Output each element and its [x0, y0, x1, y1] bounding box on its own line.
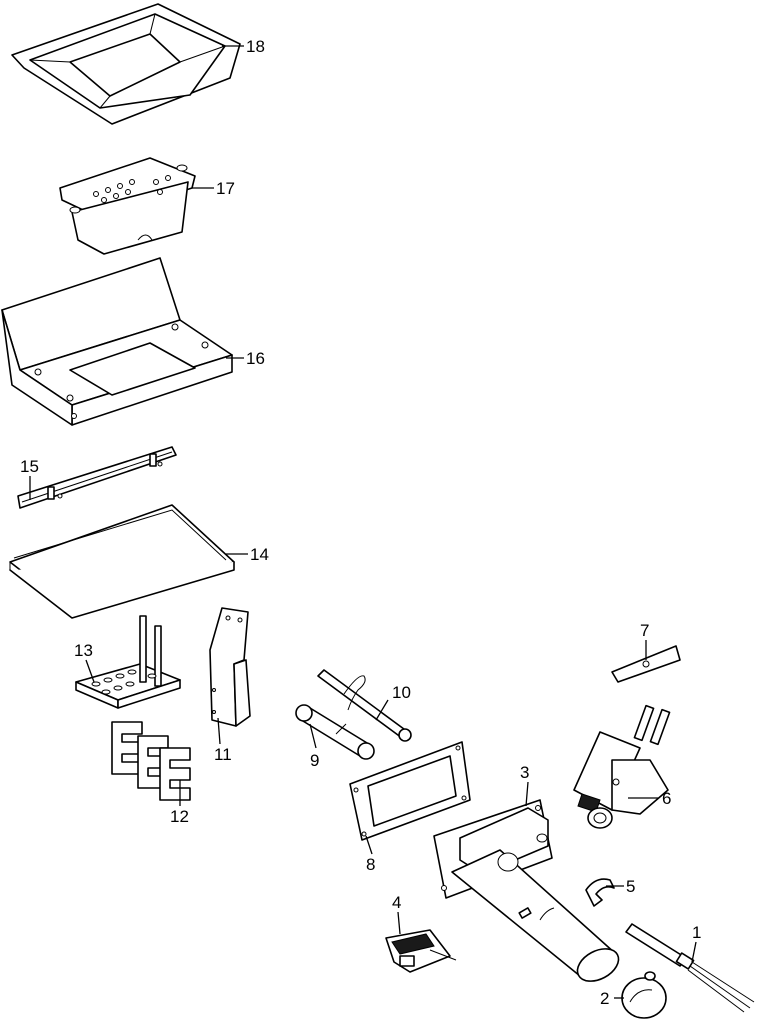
part-9-cylinder	[295, 704, 375, 760]
part-12-comb-brackets	[111, 721, 191, 801]
callout-7: 7	[640, 621, 649, 640]
callout-12: 12	[170, 807, 189, 826]
leader-11	[217, 717, 221, 745]
leader-8	[365, 835, 373, 855]
part-18-hopper	[11, 3, 241, 125]
callout-1: 1	[692, 923, 701, 942]
callout-17: 17	[216, 179, 235, 198]
callout-labels: 18 17 16 15 14 13 12 11 10 9 8 7 6 5 4 3…	[20, 37, 701, 1008]
leader-3	[525, 781, 529, 807]
leader-4	[397, 911, 401, 935]
callout-16: 16	[246, 349, 265, 368]
callout-6: 6	[662, 789, 671, 808]
part-2-knob	[621, 971, 667, 1019]
part-10-igniter-rod	[317, 669, 412, 742]
leader-1	[691, 941, 697, 963]
callout-13: 13	[74, 641, 93, 660]
part-3-burner-tube	[433, 799, 620, 982]
callout-8: 8	[366, 855, 375, 874]
part-13-grate-plate	[75, 615, 181, 709]
callout-14: 14	[250, 545, 269, 564]
leader-13	[85, 659, 95, 683]
callout-4: 4	[392, 893, 401, 912]
callout-5: 5	[626, 877, 635, 896]
callout-18: 18	[246, 37, 265, 56]
callout-9: 9	[310, 751, 319, 770]
part-7-plate	[611, 645, 681, 683]
part-5-clip	[585, 878, 615, 907]
part-1-igniter-probe	[625, 923, 755, 1013]
part-11-vertical-bracket	[209, 607, 251, 727]
callout-11: 11	[214, 745, 232, 764]
callout-2: 2	[600, 989, 609, 1008]
leader-9	[309, 723, 317, 749]
callout-3: 3	[520, 763, 529, 782]
callout-15: 15	[20, 457, 39, 476]
callout-10: 10	[392, 683, 411, 702]
leader-lines	[29, 45, 697, 999]
part-14-flat-tray	[9, 504, 235, 619]
part-4-switch-bracket	[385, 929, 457, 973]
part-8-gasket	[349, 741, 471, 841]
part-6-control-valve	[573, 704, 671, 829]
leader-10	[375, 699, 389, 721]
part-15-bracket-bar	[17, 446, 177, 509]
part-17-burn-pot	[59, 157, 196, 255]
part-16-firebox-base	[1, 257, 233, 426]
